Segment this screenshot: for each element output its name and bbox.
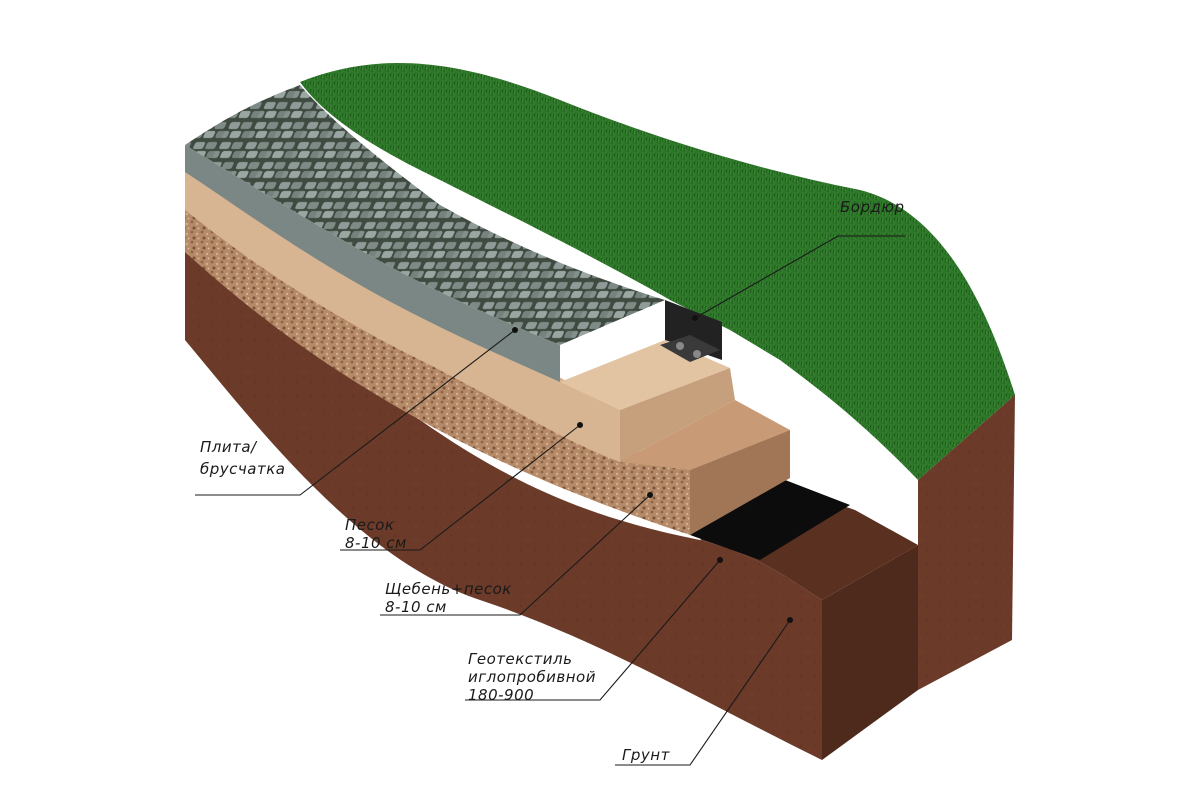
soil-front bbox=[185, 250, 822, 760]
label-geotextile: Геотекстиль иглопробивной 180-900 bbox=[468, 650, 601, 704]
grass-surface bbox=[300, 62, 1015, 481]
leader-paving bbox=[195, 327, 518, 496]
leader-gravel bbox=[380, 492, 653, 616]
label-sand: Песок 8-10 см bbox=[345, 516, 407, 552]
label-soil: Грунт bbox=[622, 746, 671, 764]
leader-geotextile bbox=[465, 557, 723, 701]
soil-right-face bbox=[822, 545, 918, 760]
curb-bolt-icon bbox=[693, 350, 701, 358]
leader-sand bbox=[340, 422, 583, 551]
label-gravel: Щебень+песок 8-10 см bbox=[385, 580, 517, 616]
gravel-layer-side bbox=[690, 430, 790, 535]
gravel-layer-top bbox=[620, 400, 790, 470]
leader-soil bbox=[615, 617, 793, 766]
leader-curb bbox=[692, 235, 905, 321]
curb-bolt-icon bbox=[676, 342, 684, 350]
geotextile-sheet bbox=[690, 478, 850, 560]
label-curb: Бордюр bbox=[840, 198, 905, 216]
sand-layer-side bbox=[620, 368, 735, 462]
grass-side-soil bbox=[918, 395, 1015, 690]
label-paving: Плита/ брусчатка bbox=[200, 438, 285, 478]
curb-anchors bbox=[660, 335, 720, 362]
paving-front bbox=[185, 145, 560, 382]
paving-top bbox=[185, 85, 665, 345]
